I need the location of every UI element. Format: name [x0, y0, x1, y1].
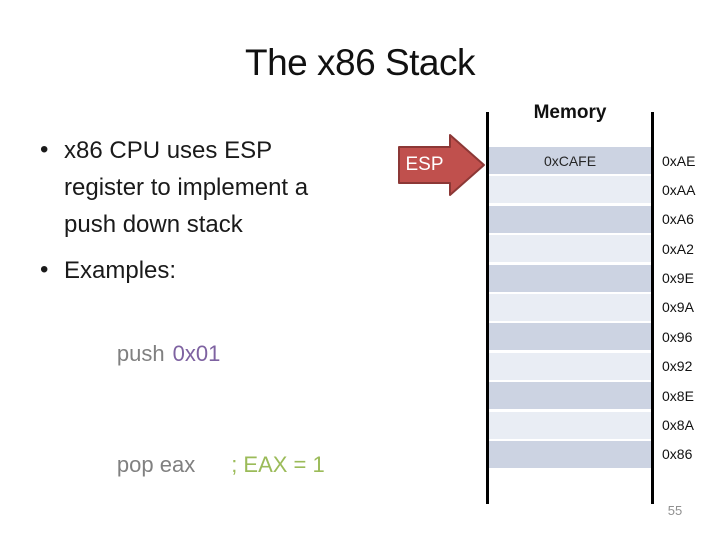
bullet-item-2: • Examples:: [40, 252, 436, 289]
bullet-icon: •: [40, 256, 49, 283]
memory-cell: [489, 235, 651, 263]
memory-cell: [489, 440, 651, 468]
bullet-text-line: push down stack: [64, 211, 243, 238]
memory-cell: [489, 411, 651, 439]
code-line-push: push 0x01: [68, 298, 436, 409]
code-comment: ; EAX = 1: [231, 452, 325, 477]
bullet-text-line: register to implement a: [64, 174, 309, 201]
memory-cell: 0xCAFE: [489, 147, 651, 174]
memory-cell: [489, 352, 651, 380]
memory-cell: [489, 323, 651, 351]
memory-address: 0x96: [662, 328, 693, 345]
memory-cell: [489, 176, 651, 204]
bullet-item-1: • x86 CPU uses ESP register to implement…: [40, 132, 436, 243]
memory-address: 0x8A: [662, 417, 694, 434]
memory-address: 0x86: [662, 446, 693, 463]
memory-right-border: [651, 112, 654, 504]
memory-address: 0x92: [662, 358, 693, 375]
bullet-text-line: Examples:: [64, 257, 177, 284]
memory-left-border: [486, 112, 489, 504]
slide-title: The x86 Stack: [244, 42, 476, 83]
bullet-list: • x86 CPU uses ESP register to implement…: [40, 132, 436, 520]
memory-diagram: Memory 0xCAFE 0xAE 0xAA 0xA6 0xA2 0x9E 0…: [486, 100, 720, 520]
memory-address: 0x8E: [662, 387, 694, 404]
esp-register-label: ESP: [405, 154, 444, 175]
memory-cell: [489, 293, 651, 321]
memory-cell: [489, 264, 651, 292]
code-example: push 0x01 pop eax ; EAX = 1: [40, 298, 436, 520]
right-arrow-icon: [398, 134, 485, 196]
memory-cell: [489, 205, 651, 233]
memory-addresses: 0xAE 0xAA 0xA6 0xA2 0x9E 0x9A 0x96 0x92 …: [662, 147, 695, 468]
memory-address: 0xAE: [662, 152, 696, 169]
esp-arrow: ESP: [398, 133, 486, 197]
code-line-pop: pop eax ; EAX = 1: [68, 409, 436, 520]
memory-address: 0xA6: [662, 211, 694, 228]
memory-rows: 0xCAFE: [489, 147, 651, 468]
page-number: 55: [667, 503, 683, 518]
code-operand: 0x01: [172, 341, 221, 366]
memory-address: 0xA2: [662, 240, 694, 257]
memory-cell: [489, 382, 651, 410]
memory-address: 0xAA: [662, 181, 696, 198]
code-mnemonic: pop eax: [116, 452, 196, 477]
code-mnemonic: push: [116, 341, 165, 366]
memory-header: Memory: [533, 102, 607, 123]
bullet-text-line: x86 CPU uses ESP: [64, 137, 273, 164]
memory-address: 0x9E: [662, 270, 694, 287]
memory-address: 0x9A: [662, 299, 694, 316]
bullet-icon: •: [40, 136, 49, 163]
